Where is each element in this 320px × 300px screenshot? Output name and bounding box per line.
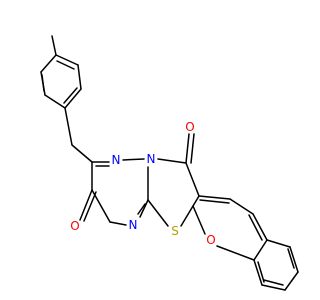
- molecule-structure: N N N O O S O: [40, 35, 299, 291]
- tolyl-ring-bond: [40, 54, 57, 73]
- methoxyphenyl-inner-bond: [287, 248, 295, 269]
- methoxyphenyl-ring-bond: [289, 246, 299, 273]
- atom-label-layer: N N N O O S O: [70, 120, 215, 247]
- methoxyphenyl-inner-bond: [257, 261, 265, 283]
- thiazole-ring-bond: [180, 195, 200, 227]
- carbonyl-upper-bond: [185, 133, 190, 164]
- tolyl-ring-bond: [44, 94, 66, 109]
- tolyl-ring-bond: [64, 88, 82, 109]
- benzyl-ch2-bond: [71, 144, 93, 163]
- methoxy-o-bond: [216, 245, 255, 261]
- atom-n-bridgehead: N: [147, 152, 156, 166]
- methoxyphenyl-ring-bond: [253, 259, 263, 286]
- tolyl-ring-bond: [55, 54, 79, 66]
- methoxyphenyl-ring-bond: [253, 239, 268, 261]
- carbonyl-lower-double-bond: [83, 191, 97, 222]
- atom-o-carbonyl-lower: O: [70, 219, 79, 233]
- triazine-ring-bond: [122, 158, 145, 161]
- triazine-ring-bond: [139, 199, 149, 218]
- triazine-double-bond: [137, 203, 146, 215]
- tolyl-ring-inner-bond: [56, 60, 75, 70]
- benzyl-ch2-bond: [64, 107, 73, 146]
- chain-double-bond: [248, 214, 263, 241]
- atom-o-carbonyl-upper: O: [185, 120, 194, 134]
- exocyclic-double-bond: [199, 199, 230, 204]
- methoxy-methyl-bond: [192, 205, 206, 235]
- thiazole-ring-bond: [185, 162, 200, 197]
- thiazole-ring-bond: [147, 199, 169, 227]
- carbonyl-lower-bond: [79, 189, 93, 221]
- tolyl-ring-bond: [77, 64, 82, 90]
- triazine-ring-bond: [109, 221, 127, 226]
- bond-layer: [40, 35, 299, 291]
- atom-s-thiazole: S: [171, 224, 179, 238]
- methoxyphenyl-ring-bond: [261, 284, 286, 291]
- methoxyphenyl-ring-bond: [284, 271, 299, 291]
- tolyl-methyl-bond: [51, 35, 57, 56]
- thiazole-ring-bond: [157, 158, 187, 164]
- atom-n-triazine-lower: N: [129, 218, 138, 232]
- chain-single-bond: [229, 198, 254, 215]
- chain-double-bond: [252, 213, 268, 241]
- methoxyphenyl-inner-bond: [263, 279, 284, 286]
- atom-n-triazine-upper: N: [112, 153, 121, 167]
- methoxyphenyl-ring-bond: [266, 239, 291, 248]
- atom-o-methoxy: O: [206, 233, 215, 247]
- molecule-diagram: N N N O O S O: [40, 35, 299, 291]
- tolyl-ring-inner-bond: [63, 87, 78, 104]
- tolyl-ring-inner-bond: [41, 74, 45, 92]
- carbonyl-upper-bond: [190, 133, 195, 164]
- exocyclic-double-bond: [198, 195, 231, 200]
